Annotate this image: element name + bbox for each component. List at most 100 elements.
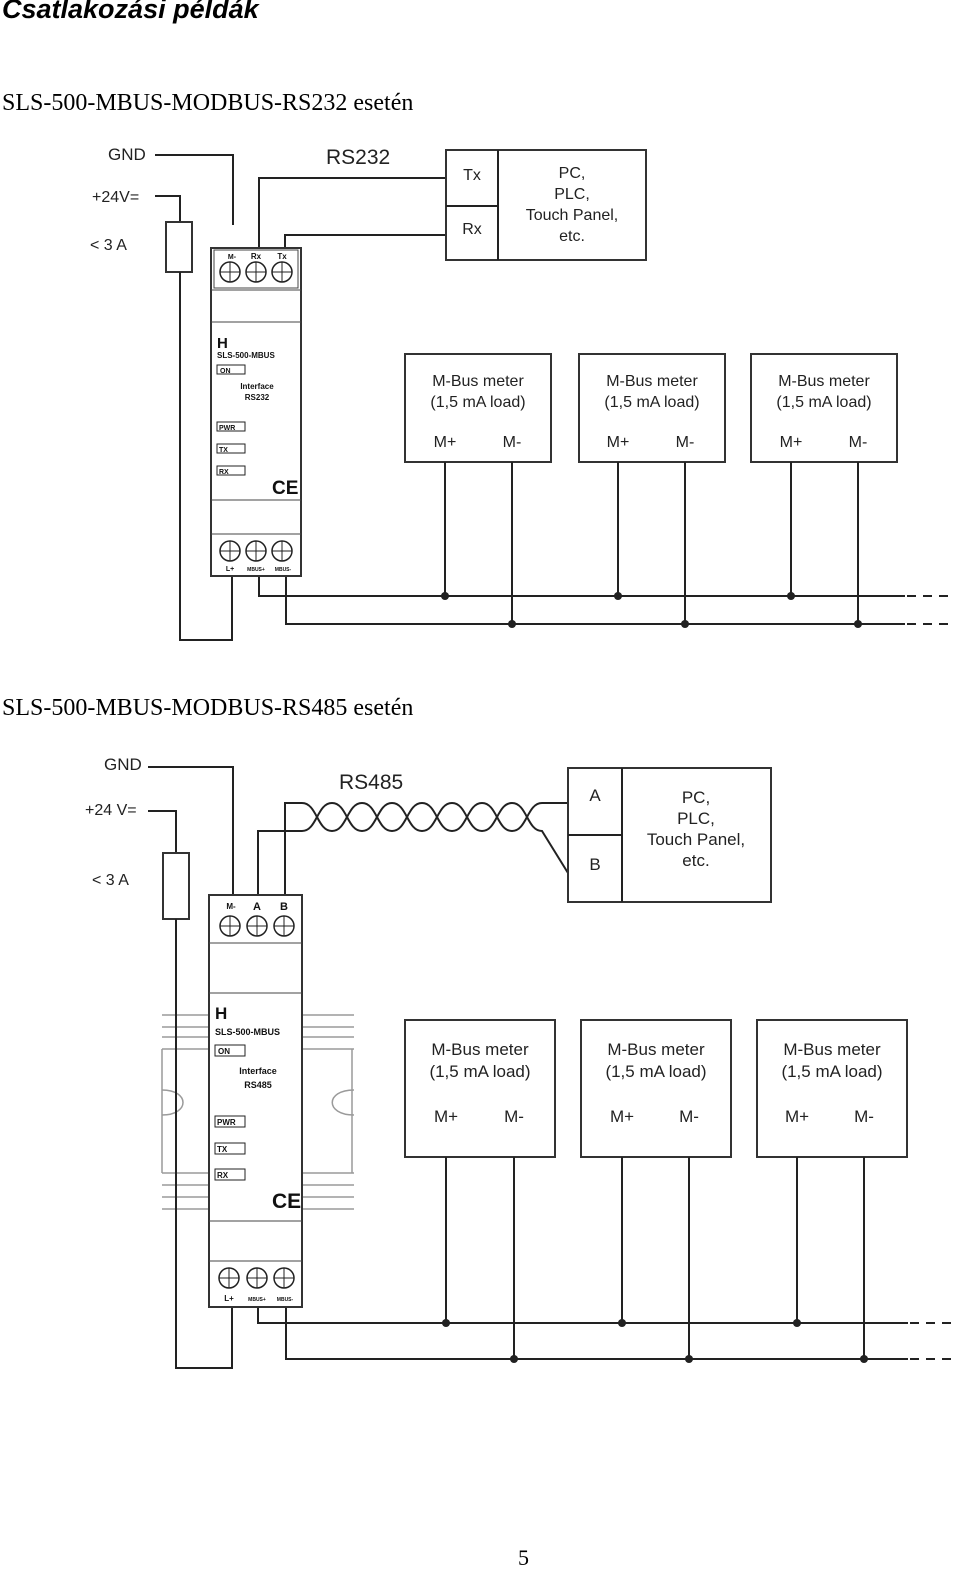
brand-logo: H (215, 1004, 227, 1023)
meter-title: M-Bus meter (607, 1040, 705, 1059)
led-rx: RX (219, 469, 229, 476)
meter-2: M-Bus meter (1,5 mA load) M+ M- (580, 1019, 732, 1363)
brand-logo: H (217, 335, 228, 352)
tx-wire (284, 234, 446, 248)
mbus-minus-bus (285, 1305, 908, 1360)
mbus-minus-bus (285, 575, 905, 625)
meter-load: (1,5 mA load) (430, 394, 525, 411)
bottom-terminal-2: MBUS+ (247, 567, 265, 573)
gnd-wire (155, 154, 234, 225)
meter-title: M-Bus meter (606, 373, 698, 390)
bottom-terminal-2: MBUS+ (248, 1297, 266, 1303)
fuse (162, 852, 190, 920)
interface-type: RS232 (245, 393, 270, 402)
host-line-4: etc. (682, 851, 709, 870)
host-port-rx: Rx (462, 221, 482, 238)
meter-minus-terminal: M- (504, 1107, 524, 1126)
led-tx: TX (219, 447, 228, 454)
led-pwr: PWR (217, 1118, 236, 1127)
a-wire (257, 830, 302, 895)
fuse (165, 221, 193, 273)
twisted-pair-cable (301, 801, 569, 874)
meter-minus-terminal: M- (679, 1107, 699, 1126)
meter-title: M-Bus meter (783, 1040, 881, 1059)
meter-load: (1,5 mA load) (781, 1062, 882, 1081)
top-terminal-2: A (253, 901, 261, 913)
supply-label: +24V= (92, 189, 139, 206)
interface-label: Interface (240, 382, 274, 391)
bottom-terminal-3: MBUS- (277, 1297, 294, 1303)
interface-module: M- Rx Tx H SLS-500-MBUS ON Interface RS2… (210, 247, 302, 577)
meter-3: M-Bus meter (1,5 mA load) M+ M- (750, 353, 898, 628)
device-name: SLS-500-MBUS (215, 1027, 280, 1037)
l-plus-wire (179, 272, 233, 641)
device-name: SLS-500-MBUS (217, 351, 275, 360)
interface-type: RS485 (244, 1080, 272, 1090)
ce-mark: CE (272, 478, 298, 499)
meter-plus-terminal: M+ (607, 434, 630, 451)
interface-module: M- A B H SLS-500-MBUS ON Interface RS485… (208, 894, 303, 1308)
bus-continuation (910, 1322, 955, 1360)
bottom-terminal-1: L+ (226, 566, 234, 573)
led-pwr: PWR (219, 425, 235, 432)
meter-minus-terminal: M- (676, 434, 695, 451)
rs232-section-title: SLS-500-MBUS-MODBUS-RS232 esetén (2, 90, 414, 116)
ce-mark: CE (272, 1190, 301, 1213)
b-wire (284, 802, 302, 895)
bottom-terminal-3: MBUS- (275, 567, 292, 573)
bottom-terminal-1: L+ (224, 1294, 234, 1303)
meter-minus-terminal: M- (854, 1107, 874, 1126)
mbus-plus-bus (257, 1305, 908, 1324)
supply-label: +24 V= (85, 802, 137, 819)
meter-plus-terminal: M+ (434, 434, 457, 451)
meter-title: M-Bus meter (431, 1040, 529, 1059)
gnd-label: GND (104, 755, 142, 774)
host-line-3: Touch Panel, (526, 207, 619, 224)
led-rx: RX (217, 1171, 229, 1180)
rs232-wiring-diagram: GND +24V= < 3 A RS232 Tx Rx PC, PLC, Tou… (90, 145, 955, 641)
host-port-b: B (589, 855, 600, 874)
top-terminal-1: M- (228, 254, 237, 261)
meter-load: (1,5 mA load) (776, 394, 871, 411)
on-indicator: ON (220, 368, 231, 375)
meter-1: M-Bus meter (1,5 mA load) M+ M- (404, 353, 552, 628)
meter-minus-terminal: M- (503, 434, 522, 451)
meter-plus-terminal: M+ (610, 1107, 634, 1126)
meter-minus-terminal: M- (849, 434, 868, 451)
interface-label: Interface (239, 1066, 277, 1076)
host-line-1: PC, (559, 165, 586, 182)
meter-plus-terminal: M+ (780, 434, 803, 451)
host-line-3: Touch Panel, (647, 830, 745, 849)
on-indicator: ON (218, 1047, 230, 1056)
top-terminal-3: Tx (277, 252, 287, 261)
page-number: 5 (518, 1545, 529, 1570)
top-terminal-1: M- (226, 902, 236, 911)
supply-wire (148, 810, 177, 853)
bottom-terminal-block (218, 1267, 295, 1289)
supply-wire (155, 195, 181, 222)
meter-title: M-Bus meter (778, 373, 870, 390)
led-tx: TX (217, 1145, 228, 1154)
bus-label: RS232 (326, 146, 390, 169)
rs485-wiring-diagram: GND +24 V= < 3 A RS485 A B PC, PLC, Touc… (85, 755, 955, 1369)
top-terminal-block (219, 915, 295, 937)
host-device-box (445, 149, 647, 261)
rx-wire (258, 177, 446, 248)
meter-load: (1,5 mA load) (604, 394, 699, 411)
current-label: < 3 A (90, 237, 127, 254)
rs485-section-title: SLS-500-MBUS-MODBUS-RS485 esetén (2, 695, 414, 721)
meter-title: M-Bus meter (432, 373, 524, 390)
meter-plus-terminal: M+ (785, 1107, 809, 1126)
host-line-2: PLC, (554, 186, 590, 203)
bottom-terminal-block (219, 540, 293, 562)
bus-continuation (907, 595, 955, 625)
current-label: < 3 A (92, 872, 129, 889)
meter-3: M-Bus meter (1,5 mA load) M+ M- (756, 1019, 908, 1363)
mbus-plus-bus (258, 575, 905, 597)
top-terminal-2: Rx (251, 252, 262, 261)
l-plus-wire (175, 919, 233, 1369)
host-port-tx: Tx (463, 167, 481, 184)
host-port-a: A (589, 786, 601, 805)
meter-1: M-Bus meter (1,5 mA load) M+ M- (404, 1019, 556, 1363)
meter-load: (1,5 mA load) (605, 1062, 706, 1081)
